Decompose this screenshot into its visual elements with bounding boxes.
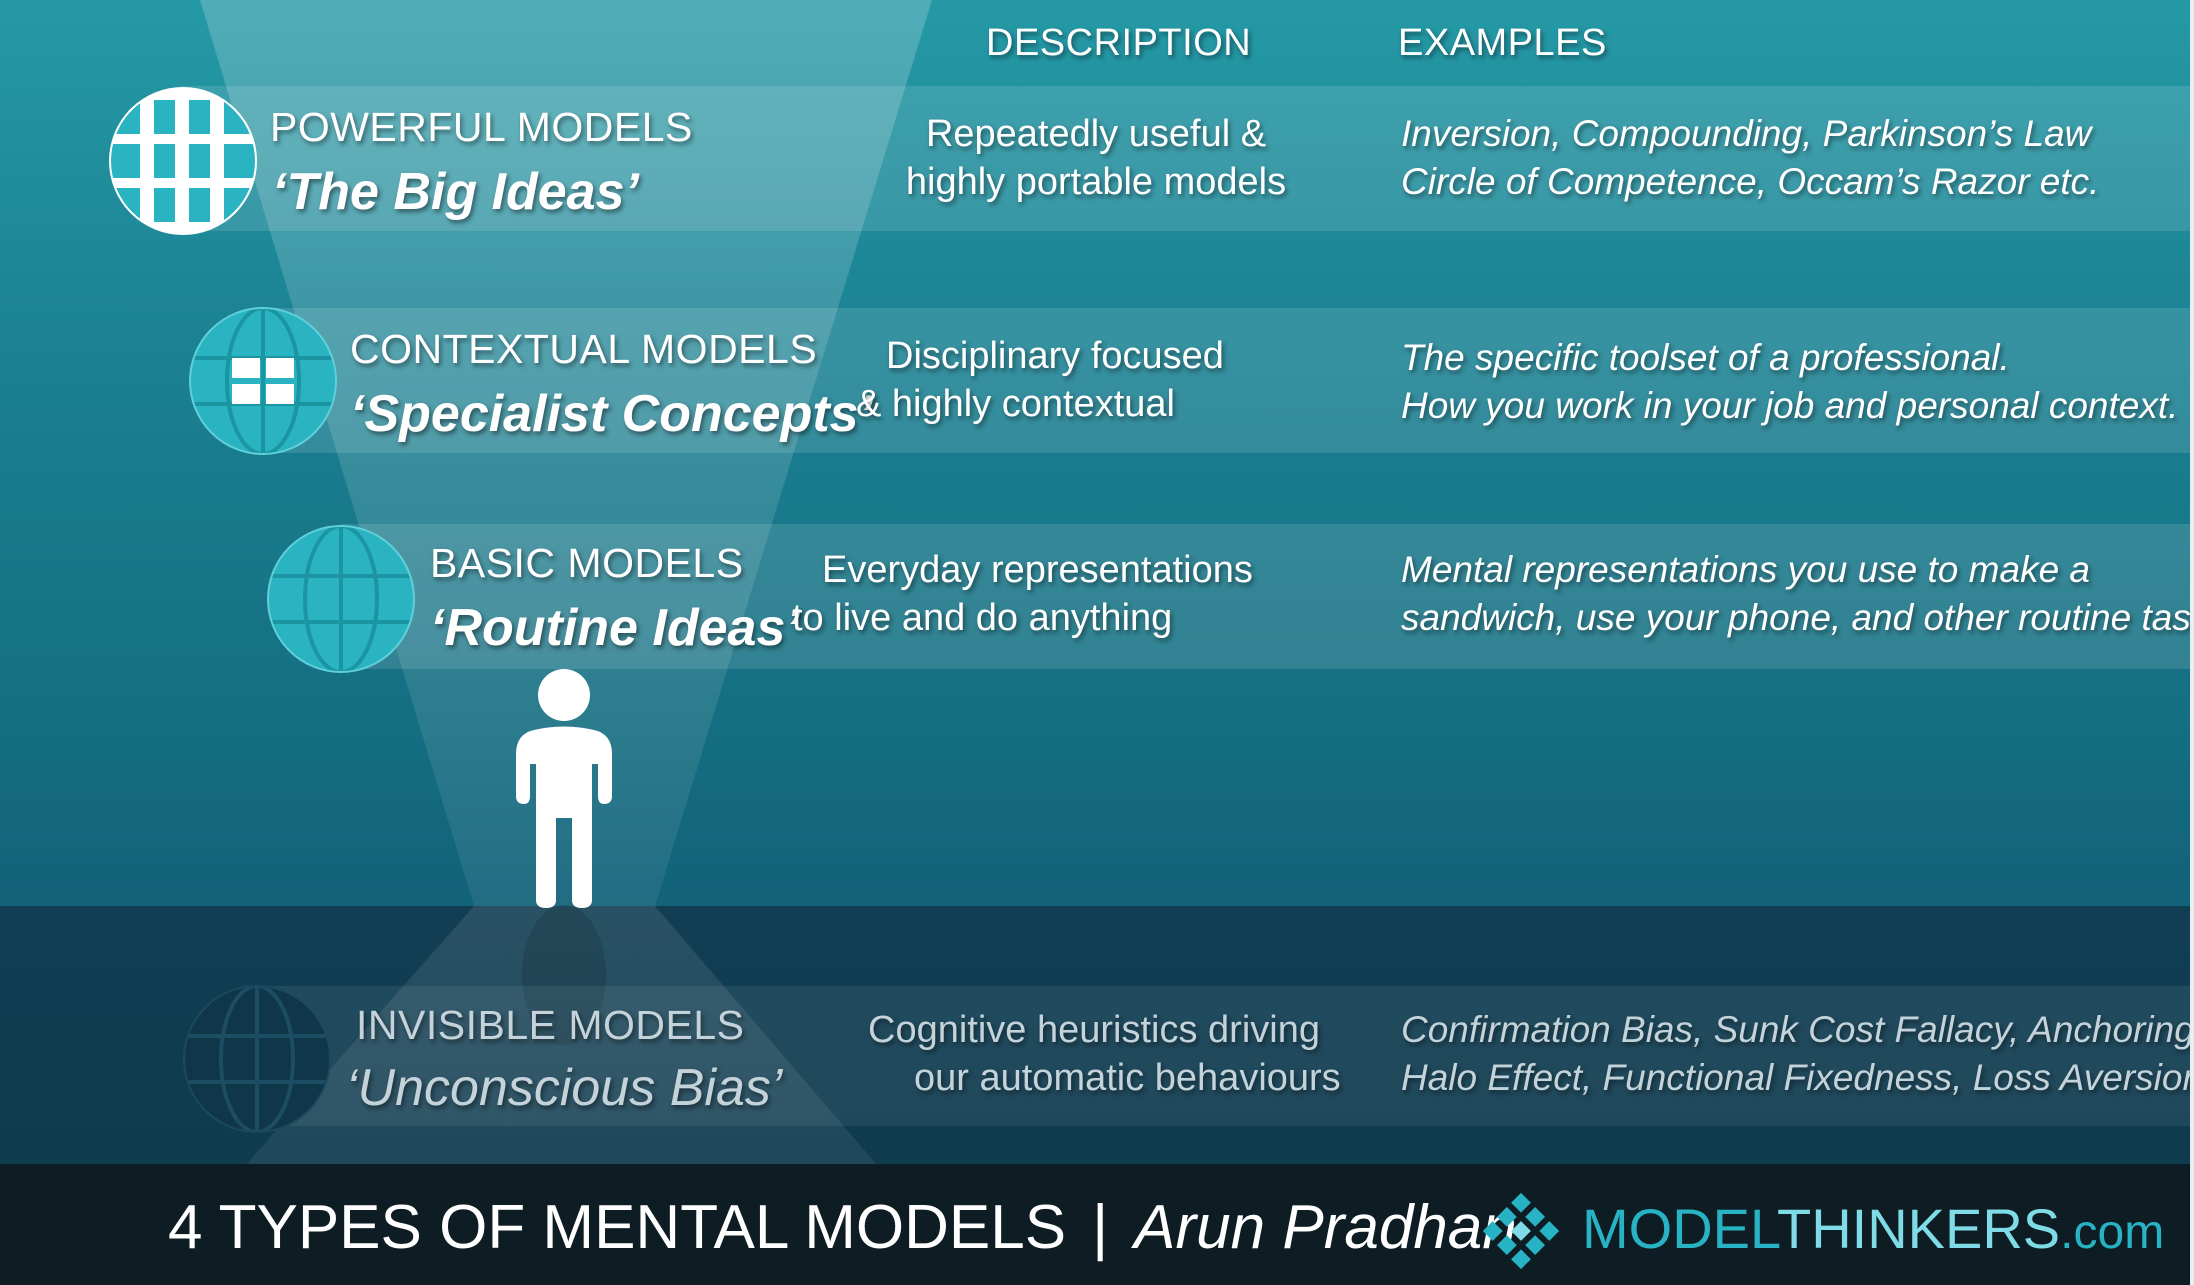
model-examples: Confirmation Bias, Sunk Cost Fallacy, An…	[1401, 1009, 2194, 1098]
globe-icon	[267, 525, 415, 673]
band-invisible	[250, 986, 2194, 1126]
diamond-grid-icon	[1482, 1192, 1560, 1270]
model-examples: Mental representations you use to make a…	[1401, 549, 2194, 638]
model-category: INVISIBLE MODELS	[356, 1002, 745, 1048]
footer-author: Arun Pradhan	[1134, 1193, 1517, 1262]
brand-logo[interactable]: MODELTHINKERS.com	[1582, 1197, 2165, 1260]
right-edge-border	[2190, 0, 2194, 1285]
model-name: ‘Unconscious Bias’	[346, 1059, 783, 1117]
model-examples: The specific toolset of a professional. …	[1401, 337, 2179, 426]
globe-icon	[183, 985, 331, 1133]
band-basic	[340, 524, 2194, 669]
model-name: ‘Routine Ideas’	[430, 599, 800, 657]
model-category: BASIC MODELS	[430, 540, 744, 586]
model-name: ‘Specialist Concepts’	[350, 385, 874, 443]
model-category: CONTEXTUAL MODELS	[350, 326, 818, 372]
footer-title: 4 TYPES OF MENTAL MODELS | Arun Pradhan	[168, 1192, 1517, 1263]
model-description: Cognitive heuristics driving our automat…	[868, 1009, 1341, 1099]
model-description: Repeatedly useful & highly portable mode…	[905, 113, 1287, 203]
model-description: Everyday representations to live and do …	[792, 549, 1253, 639]
model-name: ‘The Big Ideas’	[272, 163, 639, 221]
model-category: POWERFUL MODELS	[270, 104, 693, 150]
footer-separator: |	[1092, 1193, 1109, 1262]
person-reflection	[522, 905, 606, 1045]
globe-icon	[109, 87, 257, 235]
band-powerful	[180, 86, 2194, 231]
footer-bar	[0, 1164, 2194, 1285]
description-header: DESCRIPTION	[986, 22, 1252, 64]
person-icon	[516, 669, 612, 908]
model-examples: Inversion, Compounding, Parkinson’s Law …	[1401, 113, 2100, 202]
examples-header: EXAMPLES	[1398, 22, 1607, 64]
model-description: Disciplinary focused & highly contextual	[856, 335, 1224, 425]
globe-icon	[189, 307, 337, 455]
footer-title-text: 4 TYPES OF MENTAL MODELS	[168, 1193, 1067, 1262]
upper-beam	[200, 0, 932, 906]
band-contextual	[260, 308, 2194, 453]
